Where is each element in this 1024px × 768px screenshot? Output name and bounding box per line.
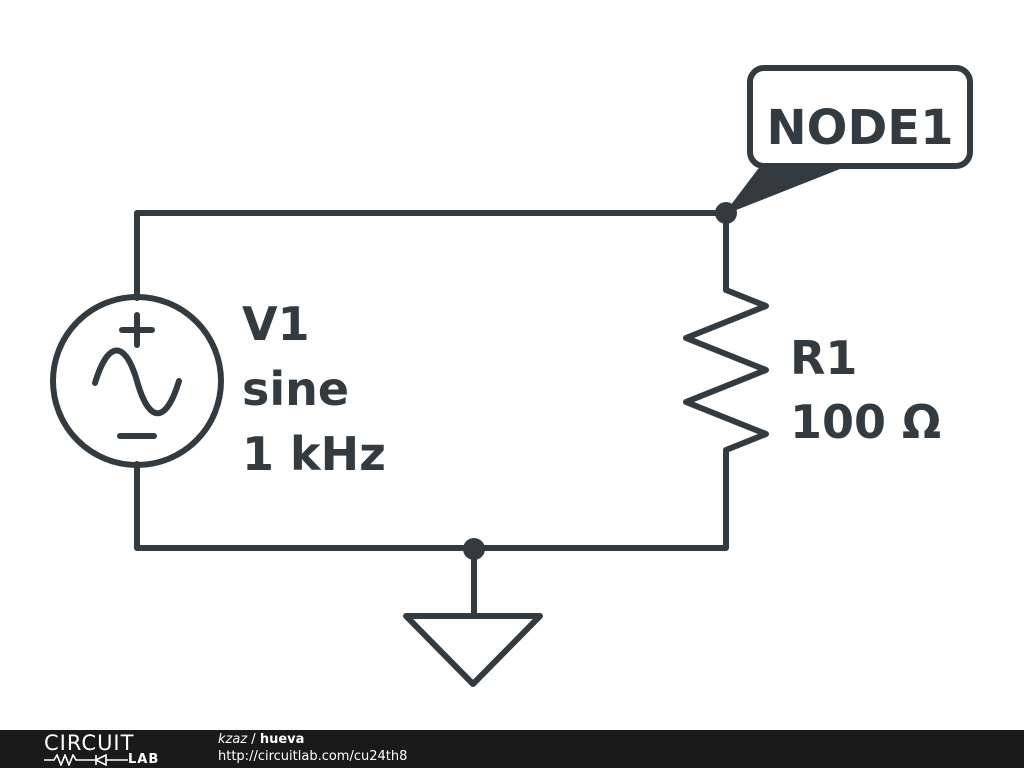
footer-credit: kzaz / hueva <box>218 732 304 748</box>
circuitlab-logo[interactable]: CIRCUIT LAB <box>40 731 175 767</box>
resistor-r1-symbol <box>683 287 769 473</box>
ground-symbol <box>403 613 543 687</box>
circuit-url-link[interactable]: http://circuitlab.com/cu24th8 <box>218 749 408 764</box>
credit-separator: / <box>247 732 260 747</box>
logo-circuit-symbol-icon <box>44 754 128 766</box>
source-type-label: sine <box>242 362 349 416</box>
bottom-wire <box>134 461 729 551</box>
resistor-name-label: R1 <box>790 331 857 385</box>
sine-wave-icon <box>92 347 182 416</box>
junction-dot-ground <box>463 538 485 560</box>
junction-dot-node1 <box>715 202 737 224</box>
source-name-label: V1 <box>242 297 310 351</box>
author-link[interactable]: kzaz <box>218 732 248 747</box>
plus-terminal-icon <box>119 312 155 348</box>
top-wire <box>134 210 729 301</box>
circuit-title: hueva <box>259 732 305 747</box>
node-label-pointer <box>725 167 841 214</box>
source-frequency-label: 1 kHz <box>242 427 386 481</box>
node-label-text: NODE1 <box>766 100 953 156</box>
logo-text-lab: LAB <box>128 752 160 767</box>
schematic-canvas: NODE1 V1 sine 1 kHz R1 100 Ω <box>50 65 973 687</box>
footer-bar: CIRCUIT LAB kzaz / hueva http://circuitl… <box>0 730 1024 768</box>
resistor-value-label: 100 Ω <box>790 395 941 449</box>
logo-text-circuit: CIRCUIT <box>44 731 135 755</box>
node-label-box <box>747 65 973 169</box>
voltage-source-v1-symbol <box>50 294 224 468</box>
